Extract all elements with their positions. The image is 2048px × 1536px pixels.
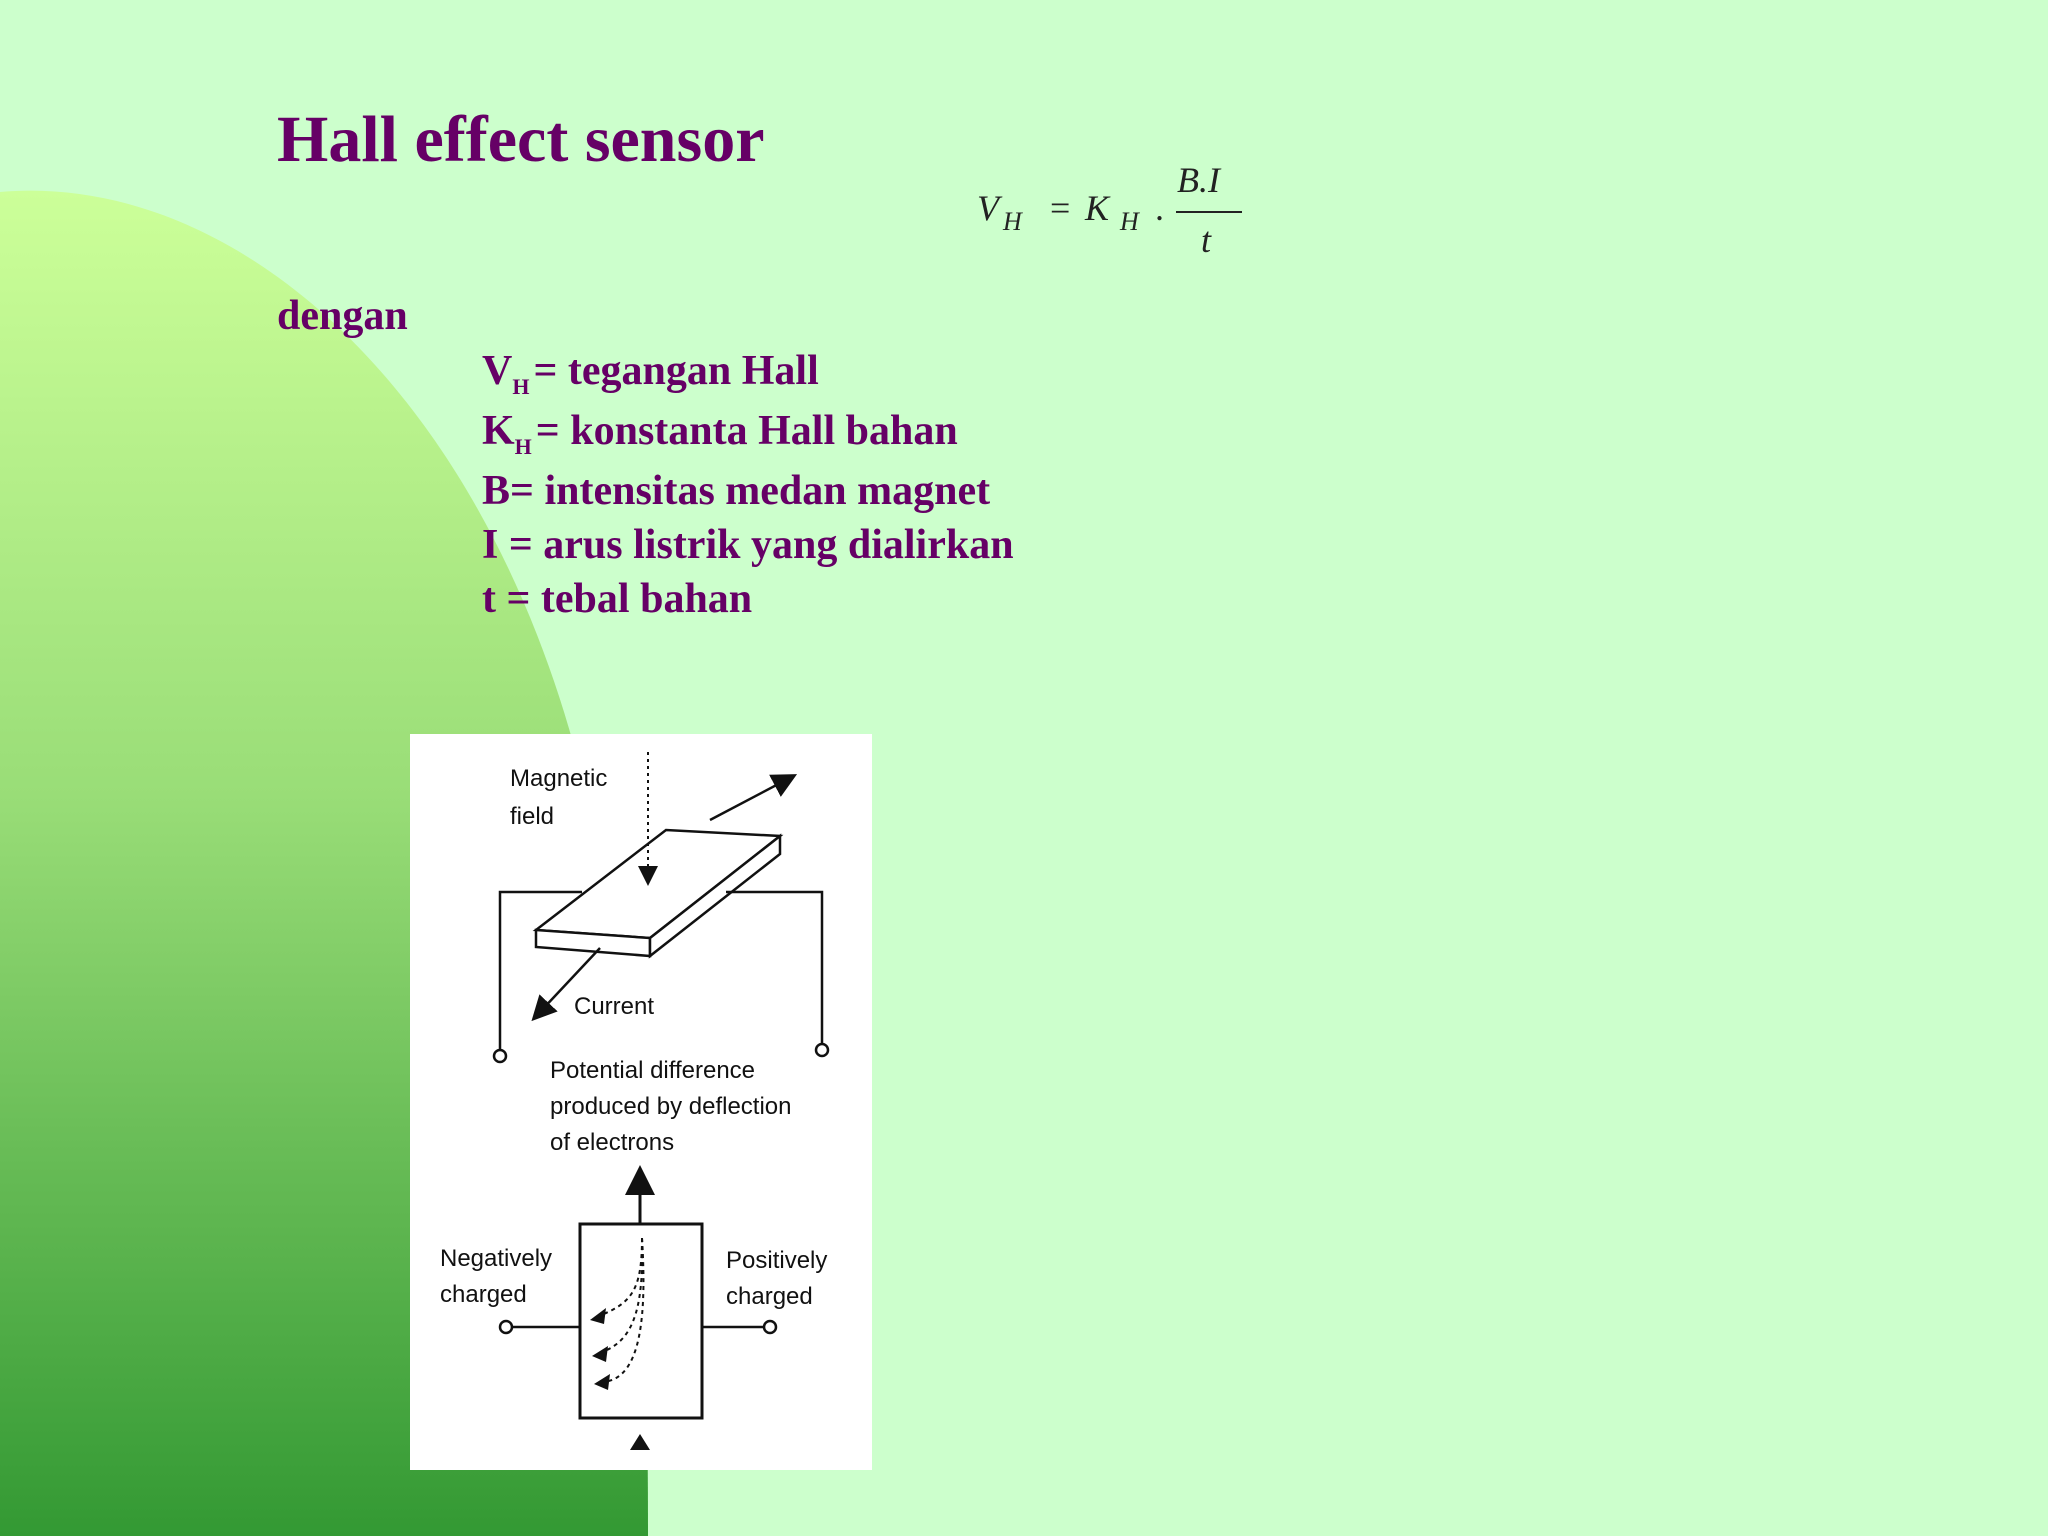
- definition-text: = intensitas medan magnet: [510, 468, 991, 514]
- terminal-left: [492, 1048, 508, 1064]
- magnetic-field-label-line1: Magnetic: [510, 765, 607, 792]
- definition-item: KH= konstanta Hall bahan: [482, 404, 1014, 464]
- current-label: Current: [574, 993, 654, 1020]
- definition-subscript: H: [512, 374, 530, 399]
- formula-v-symbol: V: [977, 188, 999, 228]
- lead-wire-right: [726, 890, 824, 1044]
- definitions-intro: dengan: [277, 293, 408, 339]
- formula-k-symbol: K: [1085, 188, 1110, 228]
- definition-text: = tegangan Hall: [533, 348, 819, 394]
- definition-item: I = arus listrik yang dialirkan: [482, 518, 1014, 572]
- hall-voltage-formula: V H = K H . B.I t: [965, 155, 1265, 265]
- formula-numerator: B.I: [1177, 160, 1220, 200]
- slide-title: Hall effect sensor: [277, 103, 765, 176]
- potential-label-line2: produced by deflection: [550, 1093, 792, 1120]
- definition-item: VH= tegangan Hall: [482, 344, 1014, 404]
- formula-v-subscript: H: [1003, 207, 1022, 236]
- definition-item: B= intensitas medan magnet: [482, 464, 1014, 518]
- negative-label-line1: Negatively: [440, 1245, 552, 1272]
- formula-equals: =: [1050, 188, 1071, 228]
- definition-symbol: V: [482, 348, 513, 394]
- electron-arrowheads: [590, 1308, 610, 1390]
- formula-fraction-bar: [1176, 211, 1242, 213]
- terminal-negative: [498, 1319, 514, 1335]
- formula-k-subscript: H: [1120, 207, 1139, 236]
- hall-effect-diagram-drawing: Magnetic field Current Potential differe…: [440, 752, 830, 1450]
- definition-text: = konstanta Hall bahan: [535, 408, 958, 454]
- definitions-list: VH= tegangan Hall KH= konstanta Hall bah…: [482, 344, 1014, 626]
- definition-item: t = tebal bahan: [482, 572, 1014, 626]
- positive-label-line1: Positively: [726, 1247, 827, 1274]
- definition-symbol: I: [482, 522, 499, 568]
- positive-label-line2: charged: [726, 1283, 813, 1310]
- current-arrow-bottom: [531, 947, 601, 1022]
- definition-symbol: K: [482, 408, 515, 454]
- potential-label-line3: of electrons: [550, 1129, 674, 1156]
- definition-text: = arus listrik yang dialirkan: [498, 522, 1014, 568]
- potential-label-line1: Potential difference: [550, 1057, 755, 1084]
- terminal-positive: [762, 1319, 778, 1335]
- formula-dot: .: [1155, 188, 1164, 228]
- current-arrow-top: [709, 774, 798, 822]
- definition-symbol: t: [482, 576, 496, 622]
- definition-symbol: B: [482, 468, 511, 514]
- magnetic-field-label-line2: field: [510, 803, 554, 830]
- formula-denominator: t: [1201, 220, 1212, 260]
- terminal-right: [814, 1042, 830, 1058]
- hall-plate: [532, 828, 784, 959]
- negative-label-line2: charged: [440, 1281, 527, 1308]
- definition-text: = tebal bahan: [496, 576, 753, 622]
- hall-effect-diagram: Magnetic field Current Potential differe…: [410, 734, 872, 1470]
- lead-wire-left: [498, 890, 582, 1050]
- input-arrow: [630, 1434, 650, 1450]
- definition-subscript: H: [514, 434, 532, 459]
